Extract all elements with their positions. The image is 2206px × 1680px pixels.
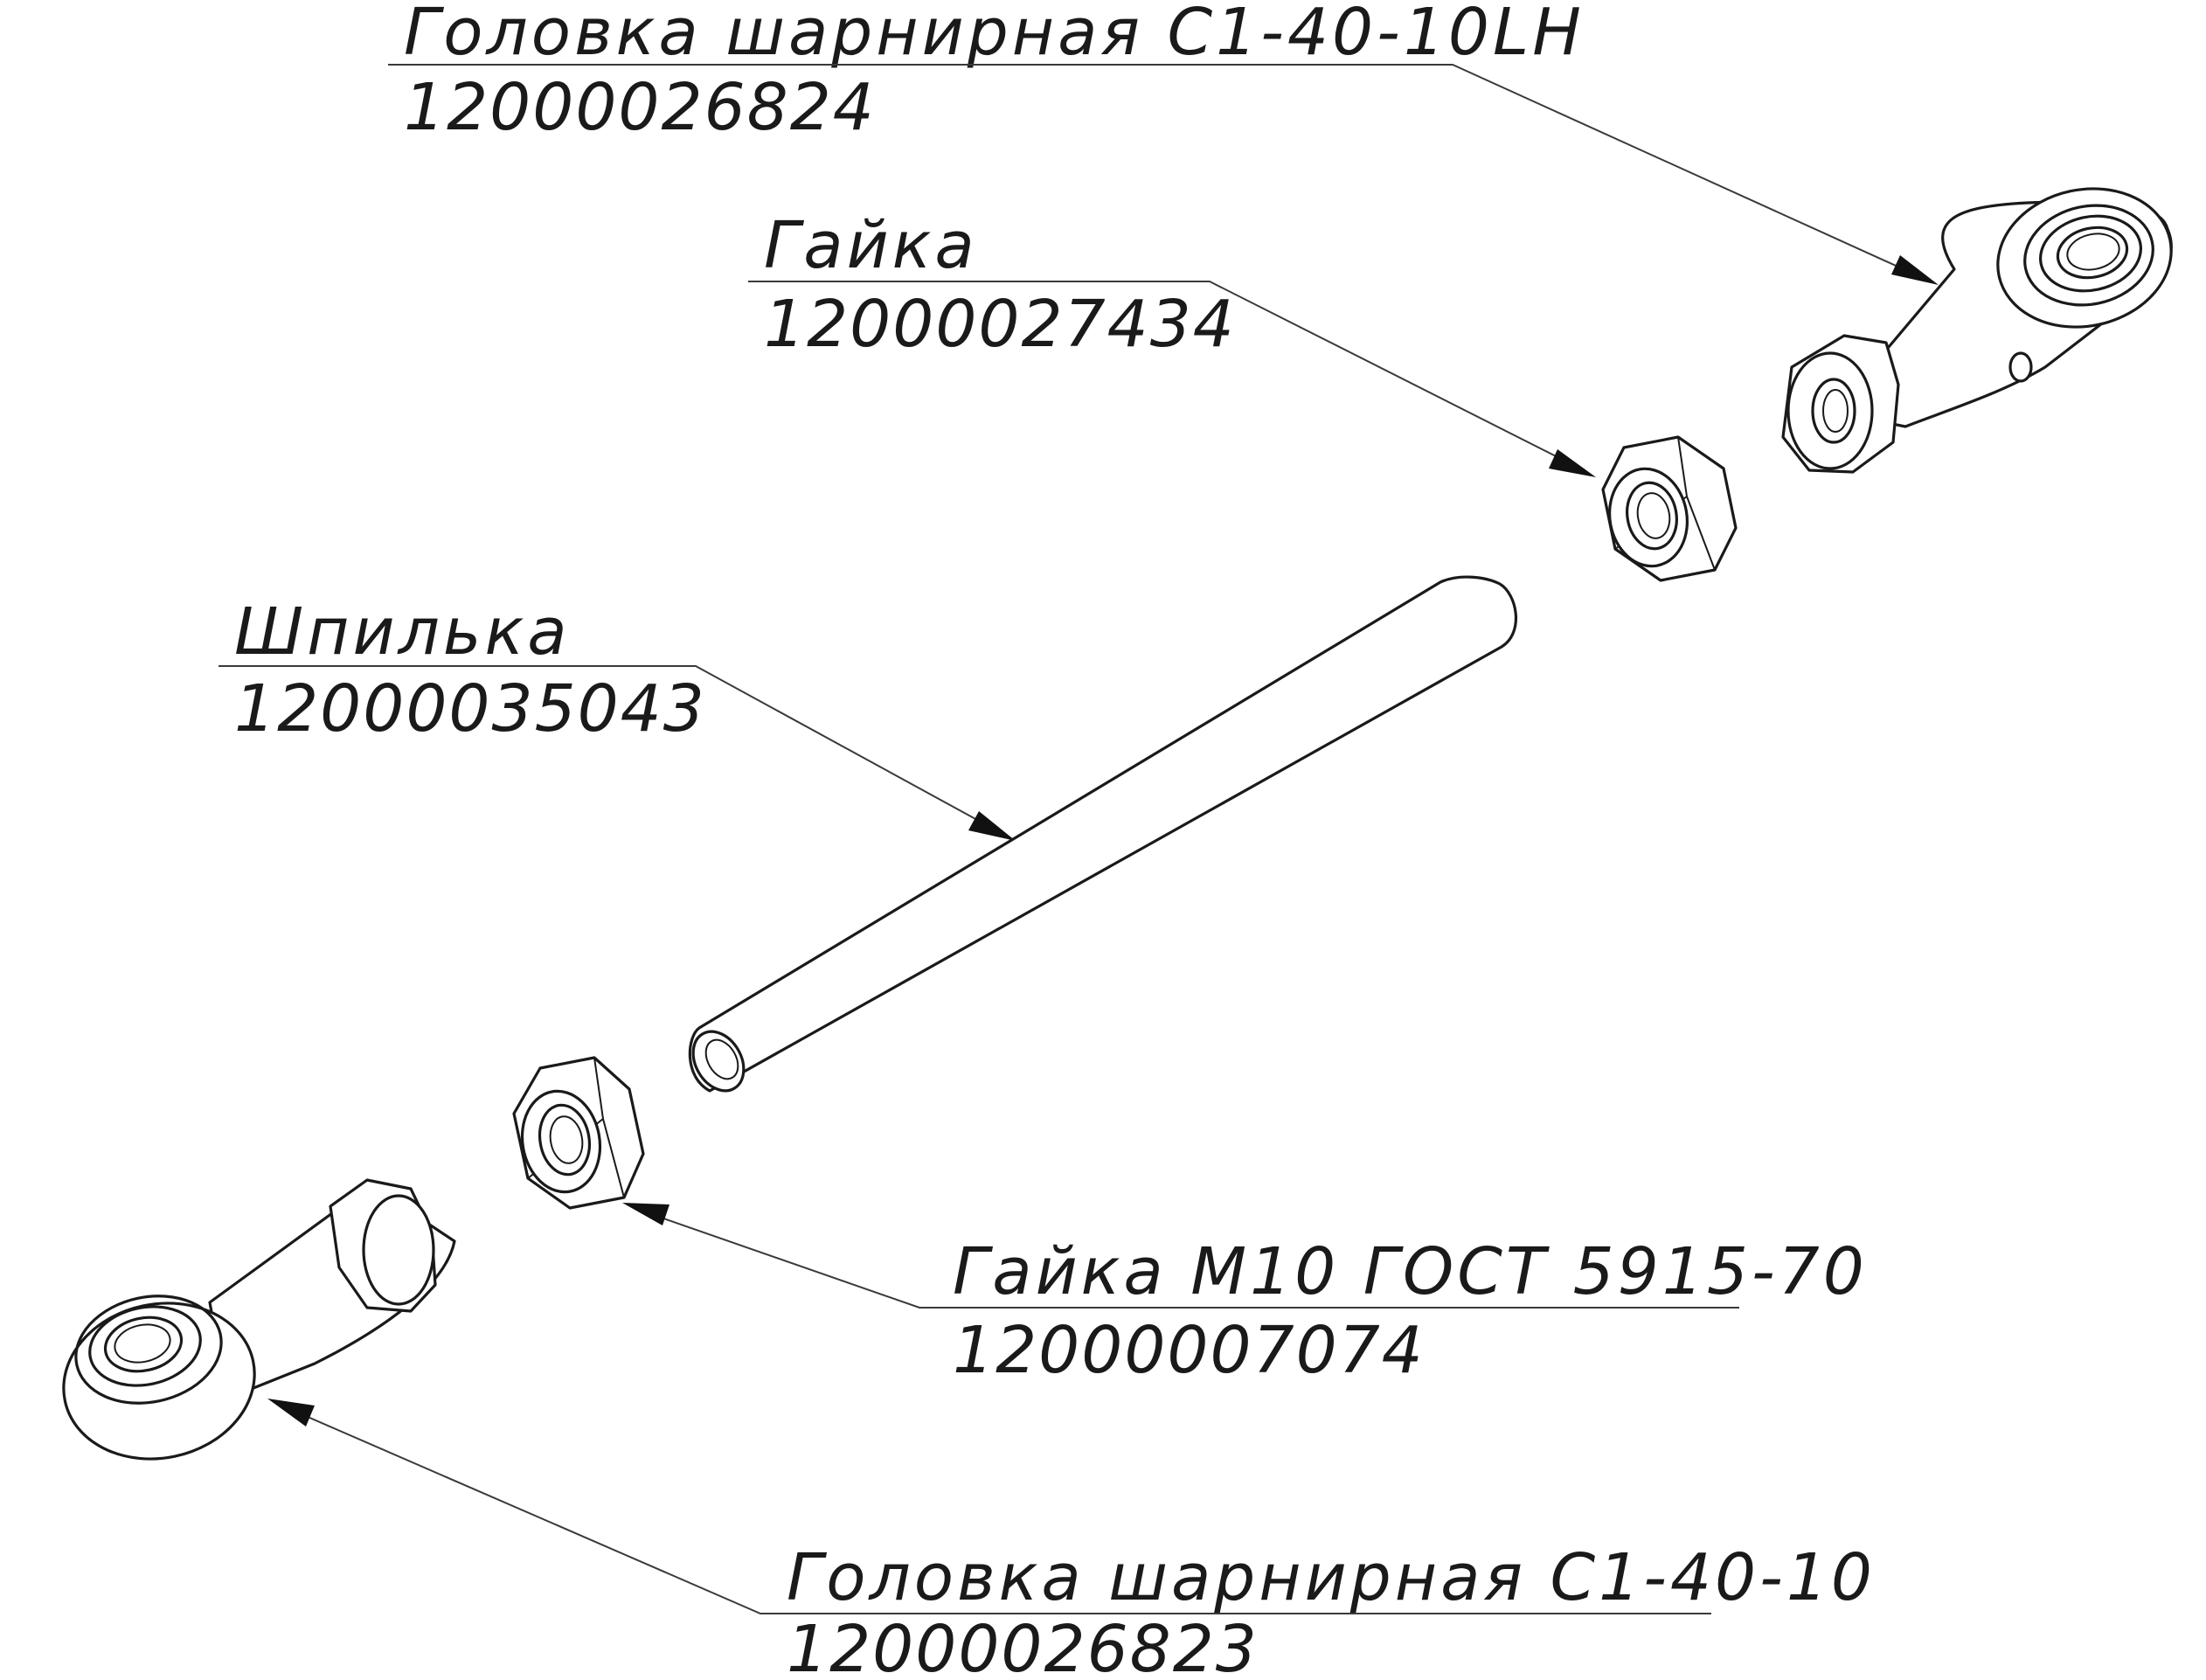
rod-end-ball: [2056, 226, 2129, 280]
leader-line: [388, 64, 1924, 279]
nut-lh-part: [1601, 435, 1738, 582]
rod-end-thread-face: [1786, 351, 1874, 470]
leader-arrow: [267, 1399, 315, 1427]
callout-title: Шпилька: [234, 594, 571, 670]
callout-code: 12000027434: [764, 287, 1236, 362]
callout-code: 12000035043: [234, 671, 706, 746]
callout-rod-end-lh: Головка шарнирная С1-40-10LH 12000026824: [388, 0, 1939, 285]
rod-end-eye-ring: [88, 1305, 202, 1387]
leader-arrow: [1891, 255, 1939, 285]
rod-end-bore: [2066, 233, 2120, 271]
leader-arrow: [968, 811, 1016, 841]
callout-nut-lh: Гайка 12000027434: [748, 208, 1596, 477]
callout-nut-m10: Гайка М10 ГОСТ 5915-70 12000007074: [622, 1203, 1868, 1388]
leader-line: [748, 281, 1574, 466]
callout-title: Гайка М10 ГОСТ 5915-70: [953, 1234, 1868, 1309]
stud-part: [688, 575, 1517, 1093]
callout-code: 12000026824: [404, 70, 876, 145]
leader-line: [648, 1212, 1739, 1309]
leader-arrow: [1549, 449, 1596, 477]
nut-bore: [538, 1103, 592, 1177]
rod-end-part: [62, 1178, 456, 1461]
callout-stud: Шпилька 12000035043: [219, 594, 1016, 841]
stud-chamfer: [704, 1038, 739, 1080]
rod-end-lh-part: [1781, 187, 2173, 474]
rod-end-eye-ring: [74, 1295, 223, 1405]
rod-end-ball: [103, 1316, 184, 1373]
callout-title: Головка шарнирная С1-40-10LH: [404, 0, 1585, 70]
callout-rod-end: Головка шарнирная С1-40-10 12000026823: [267, 1399, 1876, 1680]
nut-m10-part: [512, 1056, 645, 1210]
stud-end: [691, 1030, 746, 1093]
stud-body: [688, 575, 1517, 1093]
rod-end-bore: [114, 1323, 171, 1364]
rod-end-eye-ring: [2023, 204, 2154, 307]
rod-end-eye-ring: [2038, 214, 2143, 293]
leader-arrow: [622, 1203, 669, 1225]
rod-end-thread-bore: [1811, 378, 1856, 444]
callout-code: 12000026823: [787, 1612, 1259, 1676]
callout-code: 12000007074: [953, 1313, 1425, 1388]
callout-title: Гайка: [764, 208, 978, 283]
callout-title: Головка шарнирная С1-40-10: [787, 1540, 1876, 1615]
rod-end-thread-face: [362, 1194, 435, 1306]
leader-line: [293, 1410, 1711, 1614]
grease-nipple: [2008, 351, 2033, 383]
nut-thread: [1636, 492, 1671, 539]
leader-line: [219, 665, 997, 831]
nut-thread: [549, 1115, 584, 1164]
rod-end-thread-inner: [1822, 389, 1849, 433]
nut-bore: [1626, 481, 1678, 551]
